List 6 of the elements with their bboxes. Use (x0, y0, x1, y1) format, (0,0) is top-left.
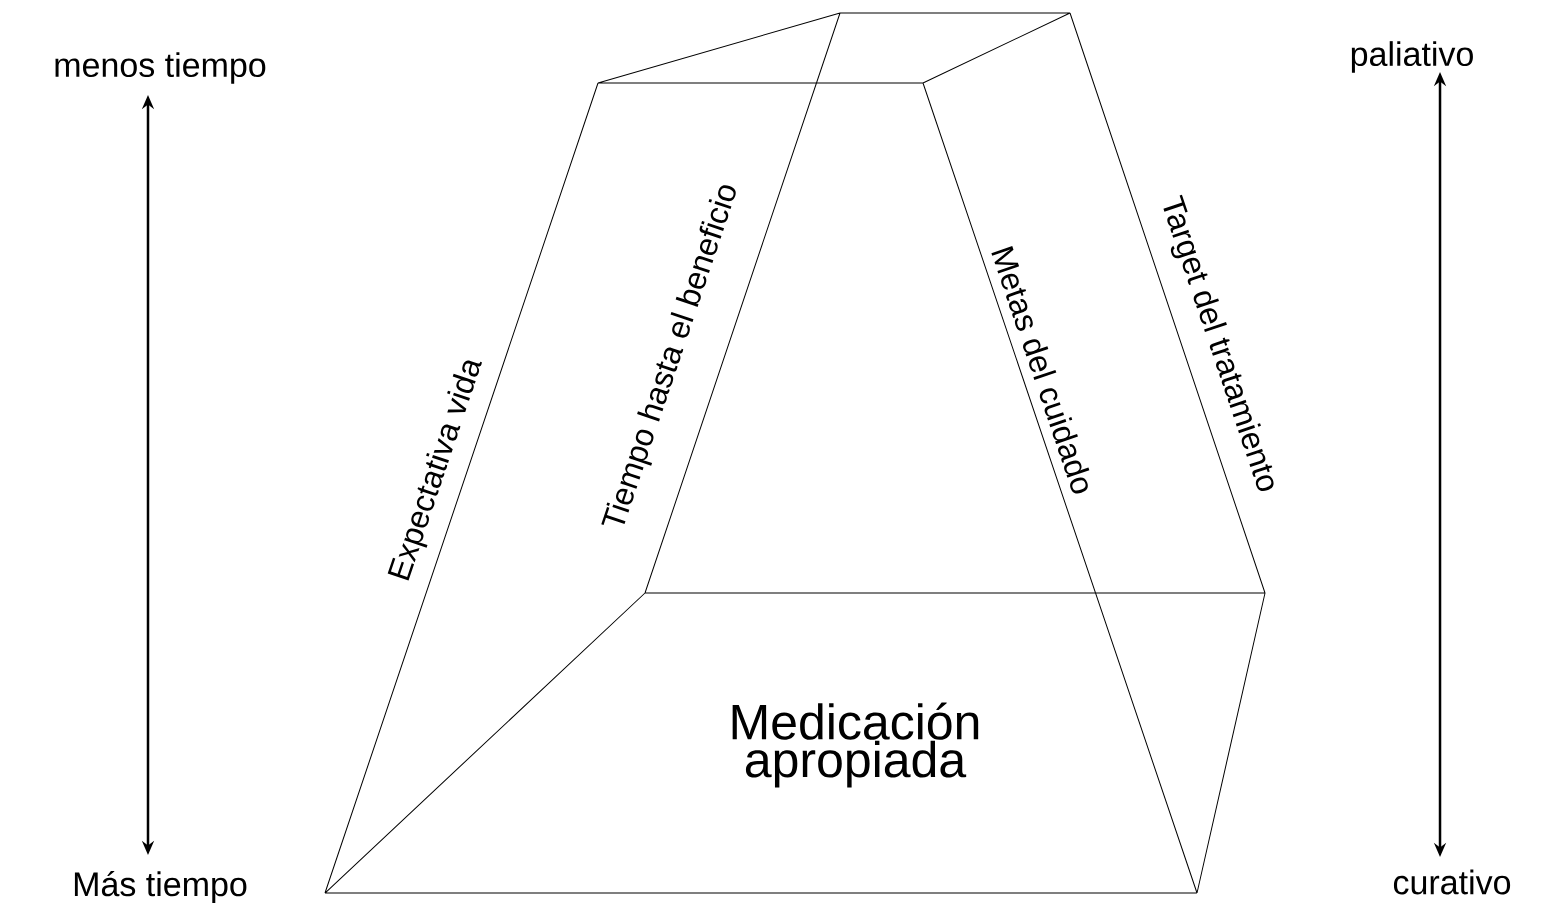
text-label: Más tiempo (74, 870, 247, 904)
text-label: paliativo (1351, 41, 1473, 73)
text-label: Medicación apropiada (732, 702, 979, 788)
text-label: menos tiempo (55, 52, 266, 84)
text-label: curativo (1393, 869, 1511, 895)
text-label: Metas del cuidado (991, 246, 1090, 494)
